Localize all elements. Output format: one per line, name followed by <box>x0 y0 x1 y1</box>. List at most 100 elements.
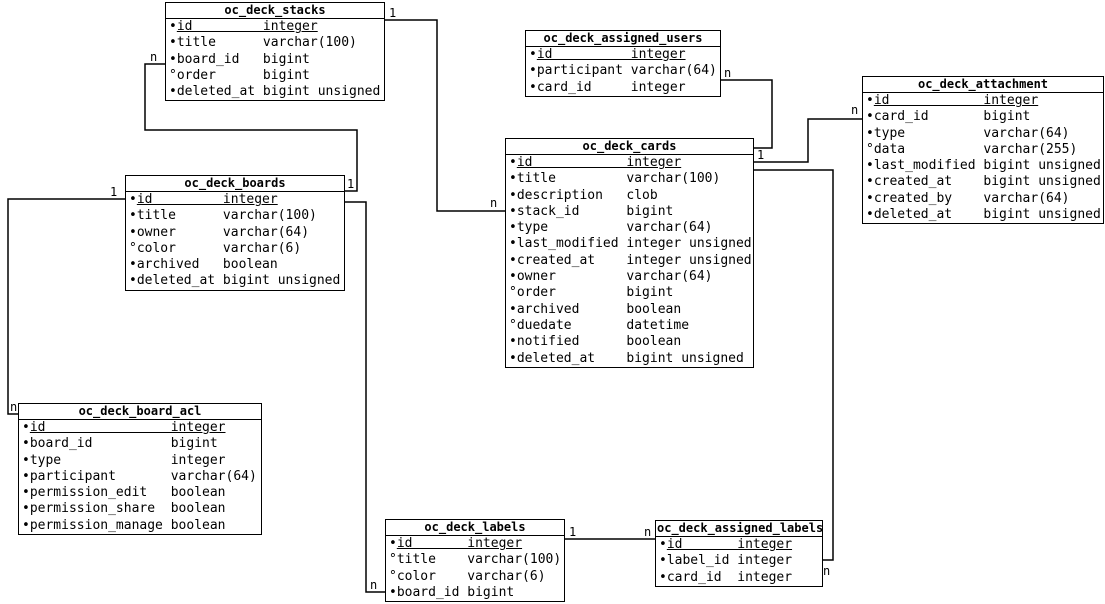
column-row-title: •title varchar(100) <box>126 208 344 224</box>
cardinality-label: n <box>150 50 157 64</box>
required-bullet-icon: • <box>866 207 874 223</box>
column-text: created_by varchar(64) <box>873 190 1070 206</box>
relationship-line-oc_deck_boards--oc_deck_labels <box>345 201 385 593</box>
nullable-circle-icon: ° <box>509 285 517 301</box>
required-bullet-icon: • <box>866 190 874 206</box>
table-title: oc_deck_stacks <box>166 3 384 19</box>
column-text: created_at bigint unsigned <box>873 174 1101 190</box>
required-bullet-icon: • <box>659 553 667 569</box>
cardinality-label: n <box>10 400 17 414</box>
column-text: title varchar(100) <box>136 208 317 224</box>
required-bullet-icon: • <box>866 109 874 125</box>
required-bullet-icon: • <box>169 35 177 51</box>
column-row-card_id: •card_id bigint <box>863 109 1103 125</box>
column-text: order bigint <box>516 285 674 301</box>
table-title: oc_deck_board_acl <box>19 404 261 420</box>
cardinality-label: n <box>823 564 830 578</box>
column-row-permission_edit: •permission_edit boolean <box>19 485 261 501</box>
column-text: board_id bigint <box>396 584 515 600</box>
column-row-type: •type varchar(64) <box>863 126 1103 142</box>
column-text: type varchar(64) <box>873 125 1070 141</box>
required-bullet-icon: • <box>129 192 137 207</box>
cardinality-label: 1 <box>569 525 576 539</box>
column-text: title varchar(100) <box>176 35 357 51</box>
column-text: participant varchar(64) <box>536 63 717 79</box>
column-row-type: •type integer <box>19 453 261 469</box>
relationship-line-oc_deck_assigned_labels--oc_deck_cards <box>754 169 834 561</box>
table-oc_deck_stacks: oc_deck_stacks•id integer•title varchar(… <box>165 2 385 102</box>
required-bullet-icon: • <box>529 47 537 62</box>
column-text: archived boolean <box>136 257 278 273</box>
column-row-last_modified: •last_modified bigint unsigned <box>863 158 1103 174</box>
relationship-line-oc_deck_assigned_users--oc_deck_cards <box>721 79 773 149</box>
required-bullet-icon: • <box>22 452 30 468</box>
nullable-circle-icon: ° <box>129 240 137 256</box>
column-row-permission_share: •permission_share boolean <box>19 501 261 517</box>
cardinality-label: n <box>490 196 497 210</box>
relationship-line-oc_deck_boards--oc_deck_board_acl <box>7 198 125 415</box>
required-bullet-icon: • <box>129 208 137 224</box>
column-row-data: °data varchar(255) <box>863 142 1103 158</box>
required-bullet-icon: • <box>509 203 517 219</box>
column-row-id: •id integer <box>526 47 720 63</box>
column-text: order bigint <box>176 67 310 83</box>
table-oc_deck_boards: oc_deck_boards•id integer•title varchar(… <box>125 175 345 291</box>
column-row-id: •id integer <box>166 19 384 35</box>
column-text: title varchar(100) <box>516 171 721 187</box>
cardinality-label: 1 <box>389 6 396 20</box>
column-row-title: •title varchar(100) <box>506 171 753 187</box>
required-bullet-icon: • <box>866 158 874 174</box>
nullable-circle-icon: ° <box>169 67 177 83</box>
relationship-line-oc_deck_attachment--oc_deck_cards <box>754 118 862 163</box>
required-bullet-icon: • <box>509 269 517 285</box>
column-text: board_id bigint <box>29 436 218 452</box>
column-row-deleted_at: •deleted_at bigint unsigned <box>863 207 1103 223</box>
cardinality-label: n <box>644 525 651 539</box>
column-row-stack_id: •stack_id bigint <box>506 204 753 220</box>
column-text: permission_share boolean <box>29 501 226 517</box>
column-row-type: •type varchar(64) <box>506 220 753 236</box>
table-title: oc_deck_attachment <box>863 77 1103 93</box>
required-bullet-icon: • <box>659 569 667 585</box>
column-row-deleted_at: •deleted_at bigint unsigned <box>126 273 344 289</box>
column-row-created_at: •created_at integer unsigned <box>506 253 753 269</box>
column-text: archived boolean <box>516 301 682 317</box>
column-text: last_modified bigint unsigned <box>873 158 1101 174</box>
cardinality-label: n <box>370 578 377 592</box>
required-bullet-icon: • <box>529 79 537 95</box>
required-bullet-icon: • <box>129 224 137 240</box>
column-text: description clob <box>516 187 658 203</box>
column-text: type integer <box>29 452 226 468</box>
column-text: card_id bigint <box>873 109 1031 125</box>
required-bullet-icon: • <box>866 174 874 190</box>
primary-key-column-text: id integer <box>136 192 278 207</box>
column-text: participant varchar(64) <box>29 468 257 484</box>
column-row-id: •id integer <box>19 420 261 436</box>
column-text: label_id integer <box>666 553 793 569</box>
column-text: color varchar(6) <box>396 568 546 584</box>
required-bullet-icon: • <box>529 63 537 79</box>
required-bullet-icon: • <box>22 436 30 452</box>
column-text: permission_edit boolean <box>29 485 226 501</box>
column-text: color varchar(6) <box>136 240 302 256</box>
table-oc_deck_cards: oc_deck_cards•id integer•title varchar(1… <box>505 138 754 368</box>
column-text: owner varchar(64) <box>136 224 310 240</box>
required-bullet-icon: • <box>509 350 517 366</box>
required-bullet-icon: • <box>169 51 177 67</box>
required-bullet-icon: • <box>169 84 177 100</box>
cardinality-label: 1 <box>757 148 764 162</box>
column-row-board_id: •board_id bigint <box>386 585 564 601</box>
required-bullet-icon: • <box>22 468 30 484</box>
column-row-color: °color varchar(6) <box>126 241 344 257</box>
column-row-participant: •participant varchar(64) <box>526 63 720 79</box>
required-bullet-icon: • <box>509 155 517 170</box>
column-text: board_id bigint <box>176 51 310 67</box>
required-bullet-icon: • <box>129 273 137 289</box>
table-title: oc_deck_assigned_users <box>526 31 720 47</box>
primary-key-column-text: id integer <box>536 47 686 62</box>
column-text: notified boolean <box>516 334 682 350</box>
column-row-owner: •owner varchar(64) <box>126 225 344 241</box>
table-oc_deck_assigned_labels: oc_deck_assigned_labels•id integer•label… <box>655 520 823 587</box>
